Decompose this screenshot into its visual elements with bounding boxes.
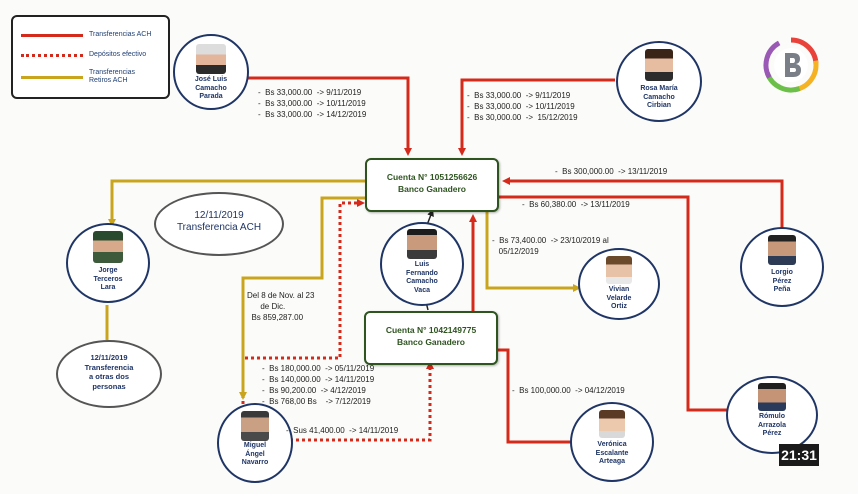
account-second-number: Cuenta N° 1042149775	[385, 325, 477, 335]
legend-deposits: Depósitos efectivo	[21, 51, 159, 59]
legend: Transferencias ACH Depósitos efectivo Tr…	[11, 15, 170, 99]
person-name: Verónica Escalante Arteaga	[595, 441, 629, 465]
legend-deposits-label: Depósitos efectivo	[89, 51, 147, 58]
person-name: Lorgio Pérez Peña	[771, 269, 793, 293]
person-veronica: Verónica Escalante Arteaga	[570, 402, 654, 482]
person-name: Rosa María Camacho Cirbian	[640, 85, 678, 109]
person-lorgio: Lorgio Pérez Peña	[740, 227, 824, 307]
amounts-jose: - Bs 33,000.00 -> 9/11/2019 - Bs 33,000.…	[258, 88, 367, 119]
person-name: Miguel Ángel Navarro	[241, 442, 269, 466]
avatar	[768, 235, 796, 265]
person-name: Jorge Terceros Lara	[93, 267, 123, 291]
flow-main-to-vivian	[485, 210, 581, 292]
person-name: Luis Fernando Camacho Vaca	[406, 261, 438, 294]
amounts-lorgio: - Bs 300,000.00 -> 13/11/2019	[555, 167, 668, 176]
avatar	[196, 44, 226, 74]
avatar	[645, 49, 673, 81]
person-romulo: Rómulo Arrazola Pérez	[726, 376, 818, 454]
flow-rosa-to-main	[458, 78, 615, 156]
legend-ach: Transferencias ACH	[21, 31, 159, 39]
flow-jose-to-main	[247, 76, 412, 156]
avatar	[93, 231, 123, 263]
person-jorge: Jorge Terceros Lara	[66, 223, 150, 303]
person-vivian: Vivian Velarde Ortiz	[578, 248, 660, 320]
amounts-vivian: - Bs 73,400.00 -> 23/10/2019 al 05/12/20…	[492, 236, 609, 256]
date-title-oval: 12/11/2019 Transferencia ACH	[154, 192, 284, 256]
person-rosa-maria: Rosa María Camacho Cirbian	[616, 41, 702, 122]
person-jose-luis: José Luis Camacho Parada	[173, 34, 249, 110]
account-main-number: Cuenta N° 1051256626	[386, 172, 478, 182]
legend-withdrawals: Transferencias Retiros ACH	[21, 69, 159, 85]
flow-main-to-jorge	[108, 179, 365, 227]
flow-main-to-miguel	[239, 196, 365, 400]
avatar	[758, 383, 786, 411]
person-name: Rómulo Arrazola Pérez	[757, 413, 786, 437]
flow-veronica-to-main	[469, 214, 571, 444]
flow-lorgio-to-main	[502, 177, 784, 228]
jorge-note-text: 12/11/2019 Transferencia a otras dos per…	[84, 353, 134, 391]
amounts-miguel-period: Del 8 de Nov. al 23 de Dic. Bs 859,287.0…	[247, 291, 315, 322]
broadcast-clock: 21:31	[779, 444, 819, 466]
account-main-bank: Banco Ganadero	[397, 184, 467, 194]
person-name: José Luis Camacho Parada	[194, 76, 228, 100]
amounts-veronica: - Bs 100,000.00 -> 04/12/2019	[512, 386, 625, 395]
channel-logo	[763, 37, 819, 93]
legend-ach-label: Transferencias ACH	[89, 31, 152, 38]
account-main: Cuenta N° 1051256626 Banco Ganadero	[365, 158, 499, 212]
amounts-romulo: - Bs 60,380.00 -> 13/11/2019	[522, 200, 630, 209]
amounts-miguel-deposits: - Bs 180,000.00 -> 05/11/2019 - Bs 140,0…	[262, 364, 375, 406]
avatar	[606, 256, 632, 284]
flow-romulo-to-main	[484, 193, 727, 412]
account-second: Cuenta N° 1042149775 Banco Ganadero	[364, 311, 498, 365]
person-miguel: Miguel Ángel Navarro	[217, 403, 293, 483]
account-second-bank: Banco Ganadero	[396, 337, 466, 347]
date-title-text: 12/11/2019 Transferencia ACH	[176, 210, 262, 233]
amounts-rosa: - Bs 33,000.00 -> 9/11/2019 - Bs 33,000.…	[467, 91, 578, 122]
amounts-miguel-sus: - Sus 41,400.00 -> 14/11/2019	[286, 426, 399, 435]
flow-miguel-deposit-second	[290, 361, 434, 442]
avatar	[241, 411, 269, 441]
legend-withdrawals-label: Transferencias Retiros ACH	[89, 69, 136, 84]
avatar	[407, 229, 437, 259]
jorge-note-oval: 12/11/2019 Transferencia a otras dos per…	[56, 340, 162, 408]
person-luis-fernando: Luis Fernando Camacho Vaca	[380, 222, 464, 306]
avatar	[599, 410, 625, 438]
person-name: Vivian Velarde Ortiz	[606, 286, 632, 310]
